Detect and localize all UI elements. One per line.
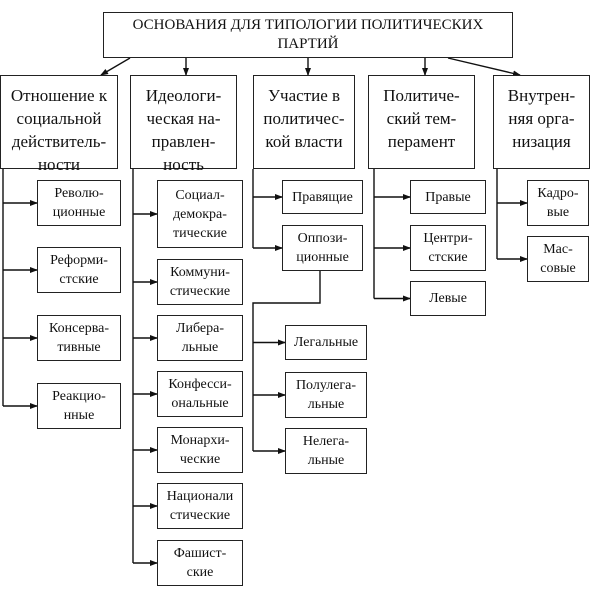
type-box: Монархи- ческие xyxy=(157,427,243,473)
type-box: Социал- демокра- тические xyxy=(157,180,243,248)
type-box: Центри- стские xyxy=(410,225,486,271)
subtype-box: Полулега- льные xyxy=(285,372,367,418)
type-box: Оппози- ционные xyxy=(282,225,363,271)
type-box: Левые xyxy=(410,281,486,316)
type-box: Консерва- тивные xyxy=(37,315,121,361)
category-box: Политиче- ский тем- перамент xyxy=(368,75,475,169)
type-box: Мас- совые xyxy=(527,236,589,282)
spine-line xyxy=(252,271,321,451)
root-box: ОСНОВАНИЯ ДЛЯ ТИПОЛОГИИ ПОЛИТИЧЕСКИХ ПАР… xyxy=(103,12,513,58)
type-box: Правящие xyxy=(282,180,363,214)
type-box: Конфесси- ональные xyxy=(157,371,243,417)
type-box: Либера- льные xyxy=(157,315,243,361)
type-box: Кадро- вые xyxy=(527,180,589,226)
type-box: Реформи- стские xyxy=(37,247,121,293)
root-arrow xyxy=(447,57,521,77)
category-box: Участие в политичес- кой власти xyxy=(253,75,355,169)
category-box: Идеологи- ческая на- правлен- ность xyxy=(130,75,237,174)
subtype-box: Легальные xyxy=(285,325,367,360)
type-box: Фашист- ские xyxy=(157,540,243,586)
type-box: Револю- ционные xyxy=(37,180,121,226)
type-box: Национали стические xyxy=(157,483,243,529)
type-box: Реакцио- нные xyxy=(37,383,121,429)
category-box: Внутрен- няя орга- низация xyxy=(493,75,590,169)
subtype-box: Нелега- льные xyxy=(285,428,367,474)
type-box: Правые xyxy=(410,180,486,214)
type-box: Комму­ни- стические xyxy=(157,259,243,305)
category-box: Отношение к социальной действитель- ност… xyxy=(0,75,118,174)
root-arrow xyxy=(100,57,131,76)
